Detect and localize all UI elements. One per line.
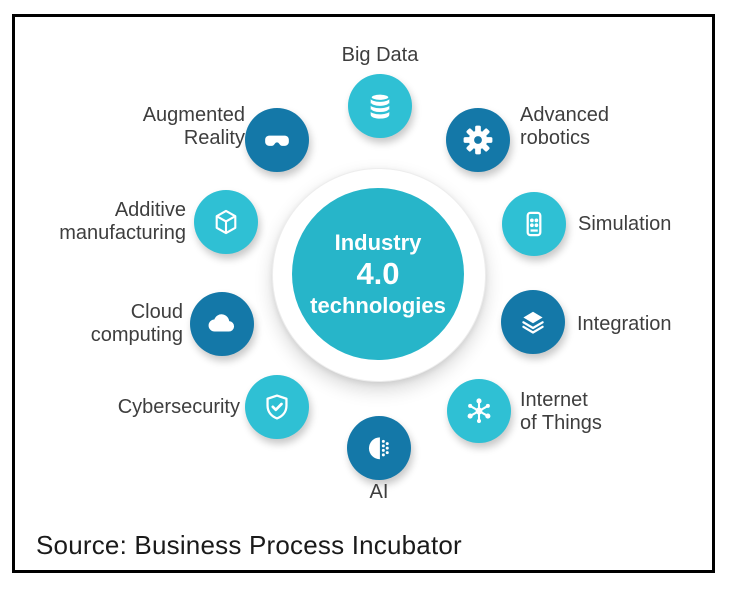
node-label-cybersecurity: Cybersecurity xyxy=(117,396,240,418)
center-title-line2: 4.0 xyxy=(356,256,400,292)
node-cybersecurity xyxy=(245,375,309,439)
node-label-cloud-computing: Cloud computing xyxy=(90,301,183,346)
node-label-advanced-robotics: Advanced robotics xyxy=(520,104,609,149)
node-internet-of-things xyxy=(447,379,511,443)
node-augmented-reality xyxy=(245,108,309,172)
node-additive-manufacturing xyxy=(194,190,258,254)
center-circle: Industry 4.0 technologies xyxy=(292,188,464,360)
node-label-augmented-reality: Augmented Reality xyxy=(142,104,245,149)
node-label-additive-manufacturing: Additive manufacturing xyxy=(59,199,186,244)
cube-icon xyxy=(208,204,244,240)
control-device-icon xyxy=(516,206,552,242)
cloud-icon xyxy=(204,306,240,342)
database-icon xyxy=(362,88,398,124)
vr-goggles-icon xyxy=(259,122,295,158)
gear-icon xyxy=(460,122,496,158)
node-ai xyxy=(347,416,411,480)
network-hub-icon xyxy=(461,393,497,429)
node-label-big-data: Big Data xyxy=(341,44,419,66)
node-label-internet-of-things: Internet of Things xyxy=(520,389,602,434)
source-caption: Source: Business Process Incubator xyxy=(36,530,462,560)
node-big-data xyxy=(348,74,412,138)
shield-check-icon xyxy=(259,389,295,425)
node-cloud-computing xyxy=(190,292,254,356)
node-label-simulation: Simulation xyxy=(578,213,672,235)
node-advanced-robotics xyxy=(446,108,510,172)
node-integration xyxy=(501,290,565,354)
layers-icon xyxy=(515,304,551,340)
node-label-ai: AI xyxy=(369,481,389,503)
center-title-line1: Industry xyxy=(334,230,422,256)
node-simulation xyxy=(502,192,566,256)
node-label-integration: Integration xyxy=(577,313,672,335)
center-title-line3: technologies xyxy=(310,292,446,318)
ai-head-icon xyxy=(361,430,397,466)
